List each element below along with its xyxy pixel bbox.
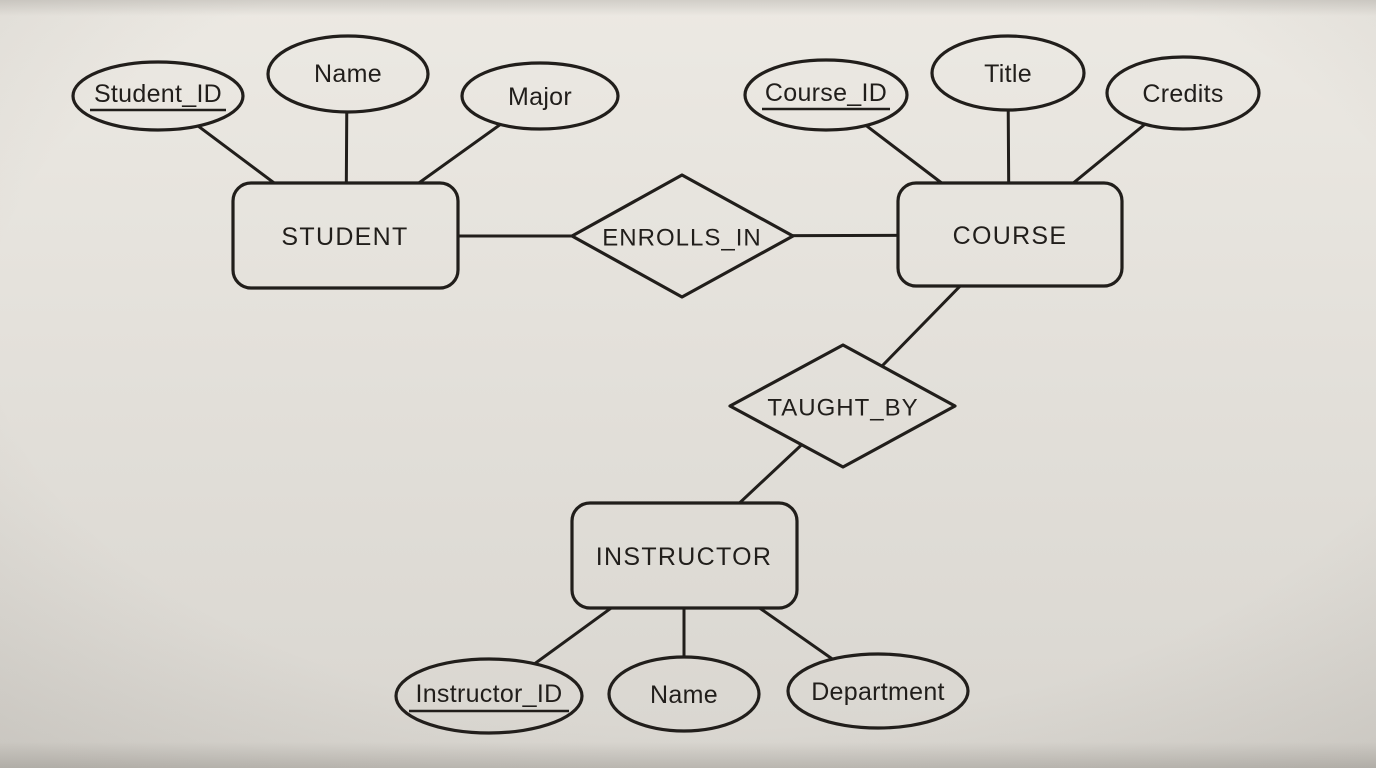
photo-top-shade <box>0 0 1376 16</box>
photo-bottom-shade <box>0 742 1376 768</box>
